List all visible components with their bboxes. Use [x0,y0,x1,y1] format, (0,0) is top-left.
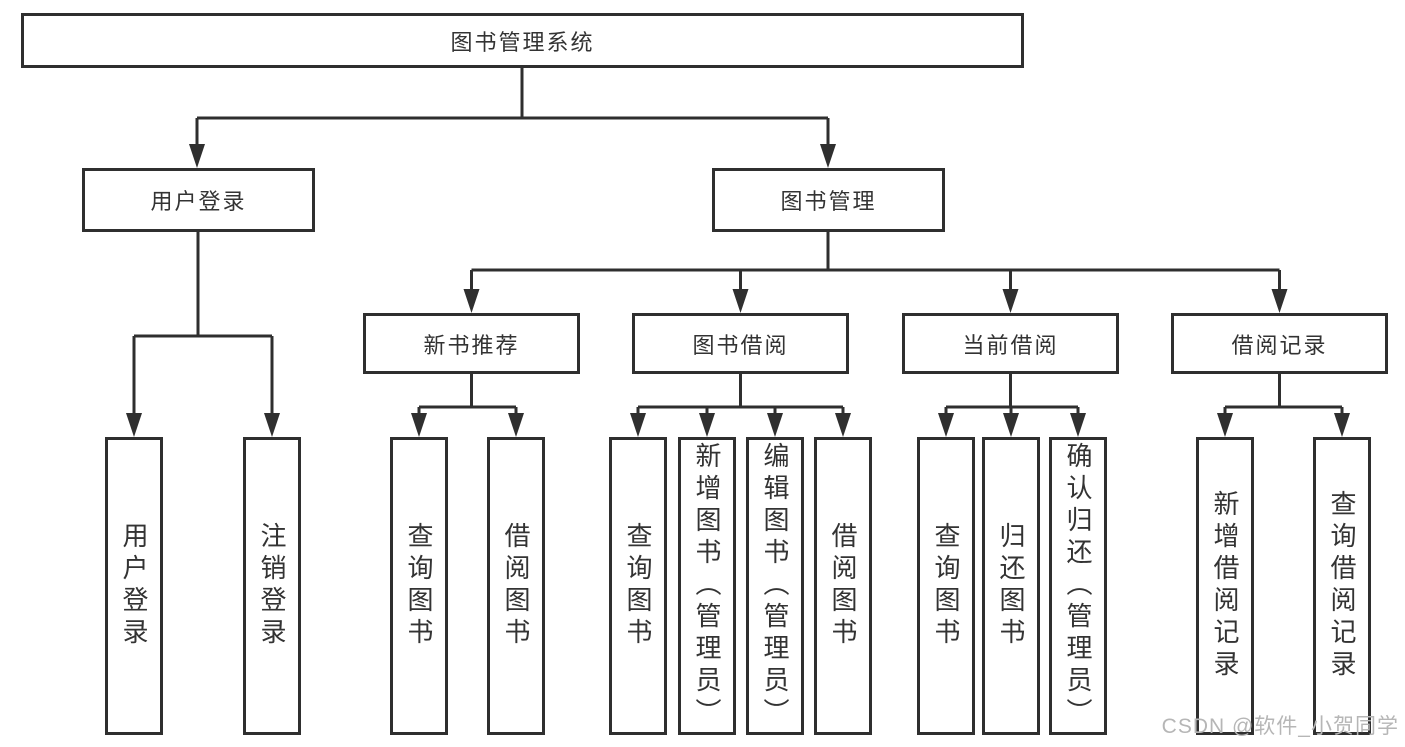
leaf-current-confirm-return-admin: 确认归还（管理员） [1049,437,1107,735]
leaf-records-query-record: 查询借阅记录 [1313,437,1371,735]
node-book-management: 图书管理 [712,168,945,232]
leaf-recommend-borrow-books: 借阅图书 [487,437,545,735]
leaf-recommend-query-books: 查询图书 [390,437,448,735]
leaf-borrow-edit-books-admin: 编辑图书（管理员） [746,437,804,735]
node-book-borrow: 图书借阅 [632,313,849,374]
node-root: 图书管理系统 [21,13,1024,68]
node-user-login: 用户登录 [82,168,315,232]
leaf-logout: 注销登录 [243,437,301,735]
leaf-current-query-books: 查询图书 [917,437,975,735]
leaf-user-login: 用户登录 [105,437,163,735]
node-new-book-recommend: 新书推荐 [363,313,580,374]
leaf-borrow-borrow-books: 借阅图书 [814,437,872,735]
leaf-borrow-add-books-admin: 新增图书（管理员） [678,437,736,735]
node-borrow-records: 借阅记录 [1171,313,1388,374]
leaf-borrow-query-books: 查询图书 [609,437,667,735]
csdn-watermark: CSDN @软件_小贺同学 [1161,715,1399,738]
leaf-current-return-books: 归还图书 [982,437,1040,735]
leaf-records-add-record: 新增借阅记录 [1196,437,1254,735]
node-current-borrow: 当前借阅 [902,313,1119,374]
